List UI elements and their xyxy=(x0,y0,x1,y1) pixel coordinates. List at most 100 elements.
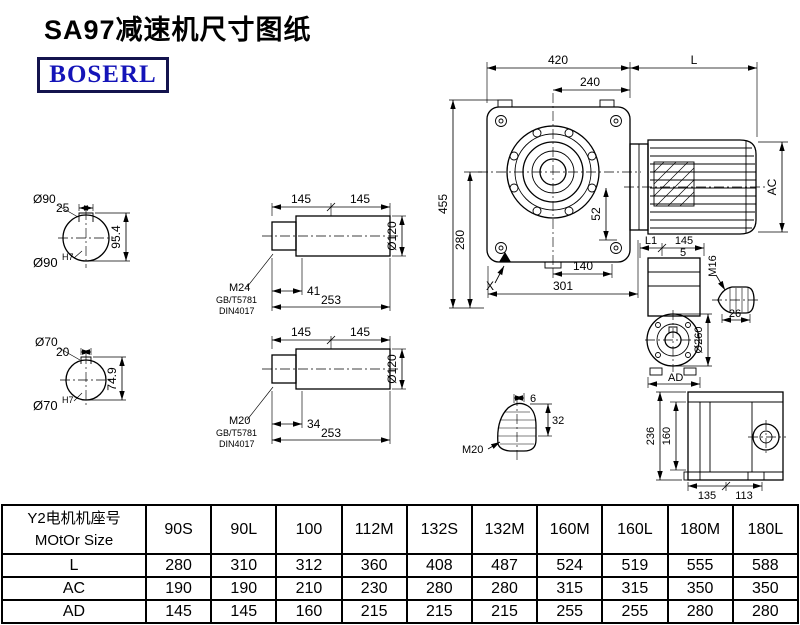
dim-segment-b: 145 xyxy=(350,192,370,206)
front-view-dimensions: 420 L 240 455 280 52 AC xyxy=(436,53,788,309)
dim-cell: 350 xyxy=(666,576,734,601)
dim-keyway-height: 74.9 xyxy=(105,367,119,391)
bore-view-90: 25 Ø90 95.4 Ø90 H7 xyxy=(33,192,130,270)
dim-motor-length: L xyxy=(691,53,698,67)
dim-segment-b: 145 xyxy=(350,325,370,339)
shaft-view-m24: 145 145 Ø120 M24 GB/T5781 DIN4017 41 253 xyxy=(216,192,406,316)
dim-total-length: 253 xyxy=(321,426,341,440)
dim-cell: 280 xyxy=(405,576,473,601)
thread-label: M20 xyxy=(462,444,483,456)
dim-motor-diameter: AC xyxy=(765,178,779,195)
standard-label-1: GB/T5781 xyxy=(216,428,257,438)
motor-size-col: 180M xyxy=(666,504,734,555)
dim-height-total: 236 xyxy=(645,427,657,445)
dim-bore-diameter: Ø70 xyxy=(35,335,58,349)
motor-size-col: 160M xyxy=(536,504,604,555)
motor-size-col: 112M xyxy=(340,504,408,555)
side-housing xyxy=(647,257,701,317)
dim-cell: 230 xyxy=(340,576,408,601)
shaft-end-blob xyxy=(497,402,537,452)
dim-total-length: 253 xyxy=(321,293,341,307)
dim-length: 32 xyxy=(552,415,564,427)
motor xyxy=(624,139,768,235)
dim-thread-depth: 41 xyxy=(307,284,321,298)
dim-cell: 555 xyxy=(666,553,734,578)
side-view: L1 145 5 Ø260 AD xyxy=(639,235,760,388)
dim-flange-width: 240 xyxy=(580,75,600,89)
dim-26: 26 xyxy=(729,308,741,320)
page-title: SA97减速机尺寸图纸 xyxy=(44,15,312,45)
thread-label: M24 xyxy=(229,282,250,294)
dim-keyway-height: 95.4 xyxy=(109,225,123,249)
dim-l1: L1 xyxy=(645,235,657,247)
dim-cell: 315 xyxy=(601,576,669,601)
dim-cell: 280 xyxy=(470,576,539,601)
dim-cell: 280 xyxy=(144,553,213,578)
dim-cell: 280 xyxy=(666,599,734,624)
dim-total-height: 455 xyxy=(436,194,450,214)
dim-top-width: 420 xyxy=(548,53,568,67)
dim-5: 5 xyxy=(680,247,686,259)
dim-flange-diameter: Ø260 xyxy=(693,327,705,354)
dim-cell: 145 xyxy=(210,599,278,624)
motor-size-col: 100 xyxy=(275,504,343,555)
dim-cell: 408 xyxy=(405,553,473,578)
table-header-row: Y2电机机座号 MOtOr Size 90S 90L 100 112M 132S… xyxy=(1,504,800,555)
output-flange-circles xyxy=(478,93,641,272)
dim-foot-offset: 140 xyxy=(573,259,593,273)
dim-cell: 315 xyxy=(536,576,604,601)
dim-cell: 312 xyxy=(275,553,343,578)
dim-key-width: 6 xyxy=(530,393,536,405)
table-row-AC: AC 190 190 210 230 280 280 315 315 350 3… xyxy=(1,576,800,601)
rear-housing xyxy=(687,391,784,481)
dim-cell: 210 xyxy=(275,576,343,601)
thread-label: M20 xyxy=(229,415,250,427)
section-marker-triangle xyxy=(499,252,511,262)
row-label: AD xyxy=(1,599,147,624)
dim-cell: 215 xyxy=(470,599,539,624)
dim-cell: 190 xyxy=(210,576,278,601)
dim-step-height: 52 xyxy=(589,207,603,221)
dim-cell: 519 xyxy=(601,553,669,578)
dim-thread-depth: 34 xyxy=(307,417,321,431)
motor-size-table: Y2电机机座号 MOtOr Size 90S 90L 100 112M 132S… xyxy=(1,504,800,624)
dim-cell: 524 xyxy=(536,553,604,578)
table-header-en: MOtOr Size xyxy=(34,531,114,549)
motor-size-col: 132S xyxy=(405,504,473,555)
dim-shaft-diameter: Ø120 xyxy=(385,354,399,384)
fit-label: Ø90 xyxy=(33,255,58,270)
fit-tolerance: H7 xyxy=(62,395,74,405)
section-marker-label: X xyxy=(486,279,494,293)
motor-size-col: 90S xyxy=(144,504,213,555)
motor-size-col: 160L xyxy=(601,504,669,555)
row-label: AC xyxy=(1,576,147,601)
dim-key-width: 20 xyxy=(56,345,70,359)
dim-cell: 310 xyxy=(210,553,278,578)
dim-cell: 487 xyxy=(470,553,539,578)
table-row-L: L 280 310 312 360 408 487 524 519 555 58… xyxy=(1,553,800,578)
brand-logo-text: BOSERL xyxy=(49,61,157,88)
dim-foot-a: 135 xyxy=(698,490,716,502)
dim-base-length: 301 xyxy=(553,279,573,293)
dim-shaft-diameter: Ø120 xyxy=(385,221,399,251)
fit-label: Ø70 xyxy=(33,398,58,413)
dim-cell: 215 xyxy=(405,599,473,624)
dim-cell: 280 xyxy=(731,599,800,624)
dim-cell: 160 xyxy=(275,599,343,624)
table-header-cn: Y2电机机座号 xyxy=(27,509,121,527)
dim-cell: 588 xyxy=(731,553,800,578)
dim-cell: 360 xyxy=(340,553,408,578)
dim-height-inner: 160 xyxy=(661,427,673,445)
table-row-AD: AD 145 145 160 215 215 215 255 255 280 2… xyxy=(1,599,800,624)
dim-ad: AD xyxy=(668,372,683,384)
dim-cell: 190 xyxy=(144,576,213,601)
standard-label-1: GB/T5781 xyxy=(216,295,257,305)
dim-foot-b: 113 xyxy=(735,490,753,502)
table-header-cell: Y2电机机座号 MOtOr Size xyxy=(1,504,147,555)
shaft-end-view: 6 32 M20 xyxy=(462,393,564,460)
dim-segment-a: 145 xyxy=(291,192,311,206)
motor-size-col: 90L xyxy=(210,504,278,555)
motor-size-col: 180L xyxy=(731,504,800,555)
dim-cell: 255 xyxy=(601,599,669,624)
